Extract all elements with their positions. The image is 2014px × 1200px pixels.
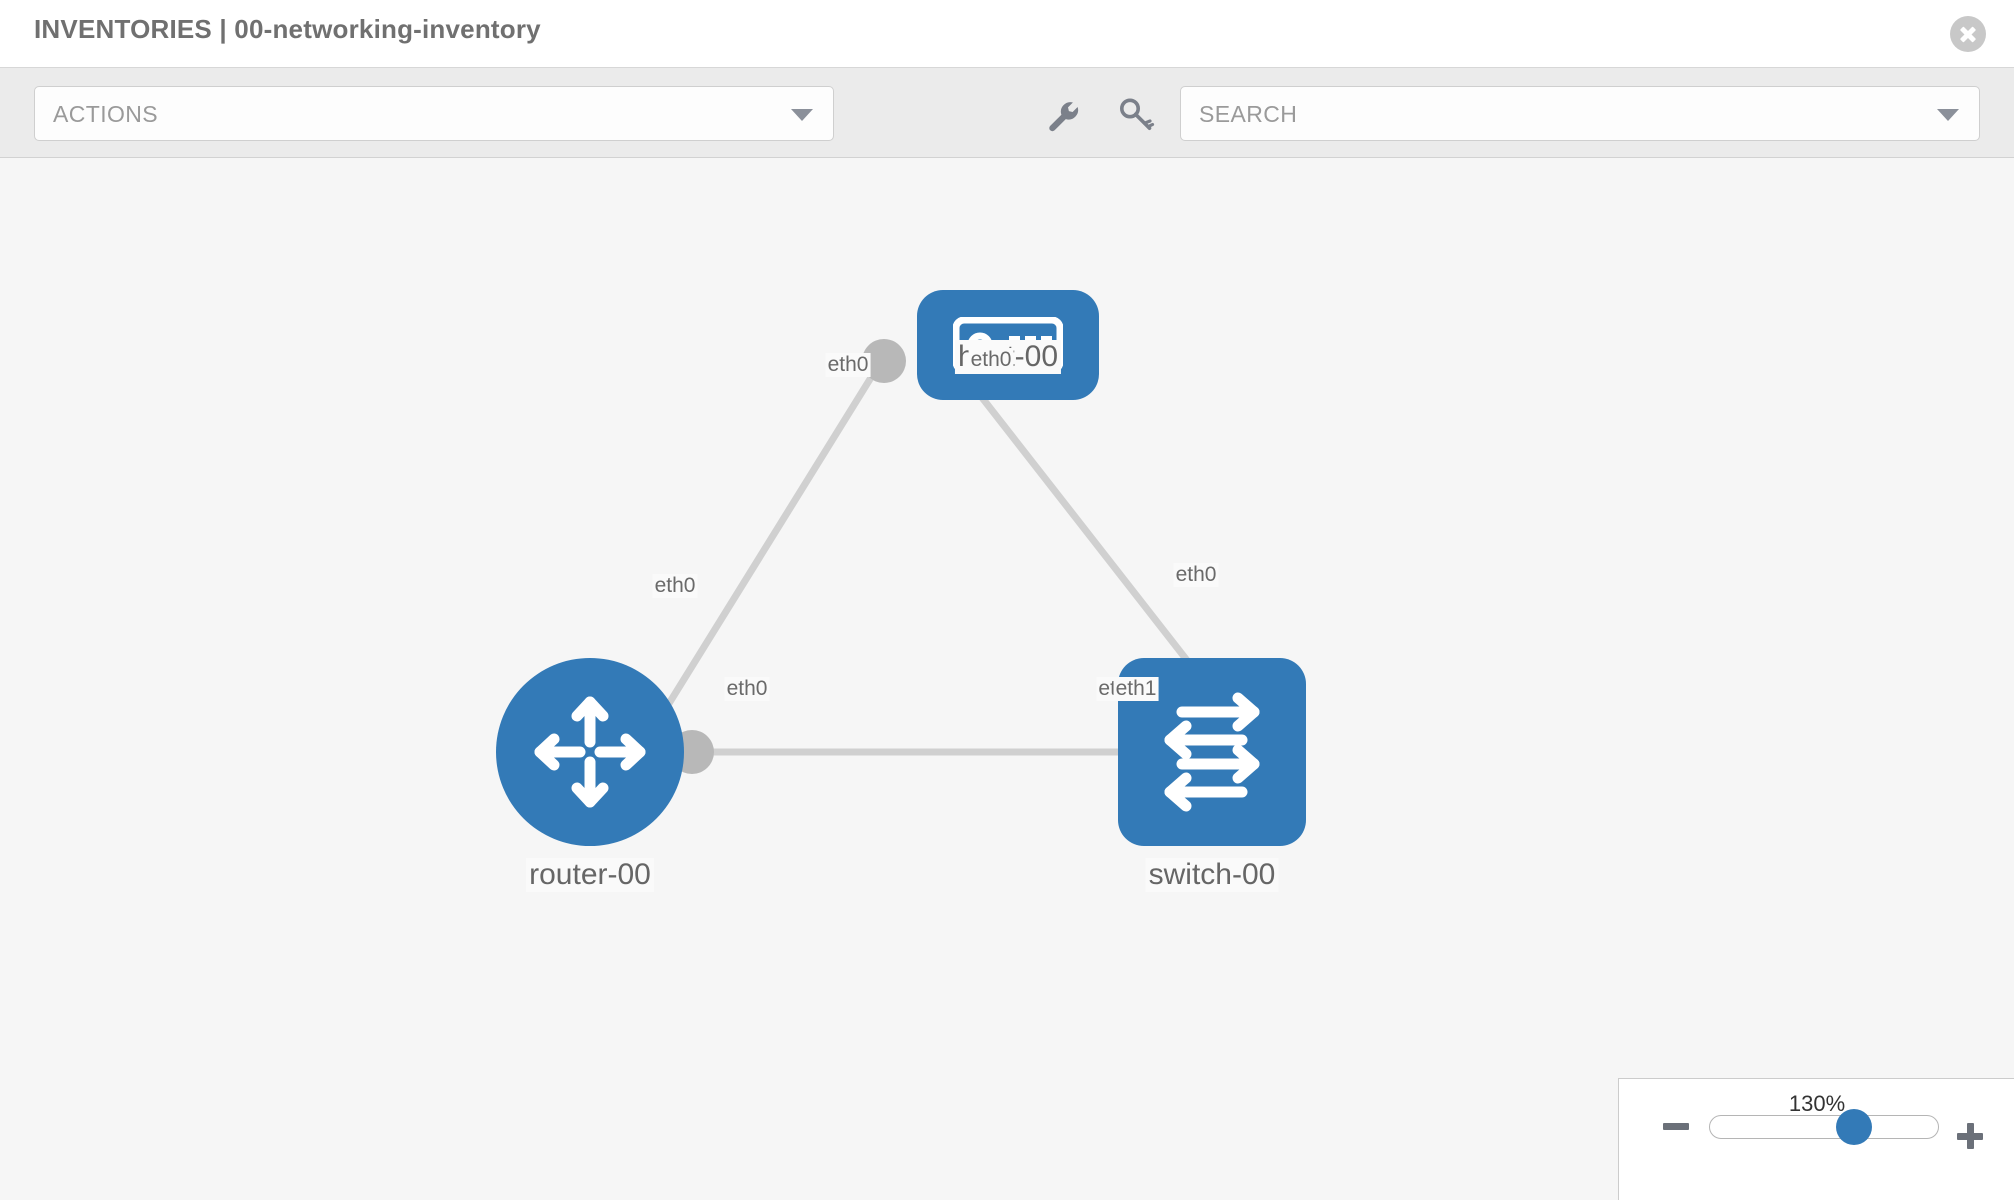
chevron-down-icon[interactable] — [1937, 109, 1959, 121]
edge-label-router-right-eth0: eth0 — [724, 677, 770, 701]
page-header: INVENTORIES | 00-networking-inventory — [0, 0, 2014, 68]
close-icon[interactable] — [1950, 16, 1986, 52]
search-placeholder: SEARCH — [1199, 101, 1298, 127]
topology-canvas[interactable]: host-00 router-00 switch-00 eth0 eth0 et… — [0, 158, 2014, 1200]
key-icon[interactable] — [1117, 96, 1155, 134]
edge-label-host-left-eth0: eth0 — [825, 353, 871, 377]
search-input[interactable]: SEARCH — [1180, 86, 1980, 141]
zoom-in-button[interactable] — [1957, 1123, 1983, 1149]
page-title: INVENTORIES | 00-networking-inventory — [34, 14, 541, 44]
edge-label-host-right-eth0: eth0 — [968, 348, 1014, 372]
switch-icon — [1164, 692, 1260, 812]
zoom-control-panel: 130% — [1618, 1078, 2014, 1200]
node-label-switch: switch-00 — [1145, 858, 1279, 892]
chevron-down-icon — [791, 109, 813, 121]
node-label-router: router-00 — [526, 858, 654, 892]
actions-dropdown-label: ACTIONS — [53, 101, 159, 127]
toolbar: ACTIONS SEARCH — [0, 68, 2014, 158]
zoom-percent-label: 130% — [1788, 1091, 1846, 1116]
edge-label-switch-left-eth1: eth1 — [1113, 677, 1159, 701]
endpoint-host-left[interactable] — [862, 339, 906, 383]
actions-dropdown[interactable]: ACTIONS — [34, 86, 834, 141]
edge-host-router[interactable] — [656, 359, 884, 722]
zoom-out-button[interactable] — [1663, 1123, 1689, 1130]
router-icon — [534, 696, 646, 808]
zoom-slider-track[interactable] — [1709, 1115, 1939, 1139]
wrench-icon[interactable] — [1043, 96, 1081, 134]
node-router-shape — [496, 658, 684, 846]
zoom-slider-thumb[interactable] — [1835, 1109, 1872, 1145]
edge-label-router-up-eth0: eth0 — [652, 574, 698, 598]
edge-label-switch-up-eth0: eth0 — [1173, 563, 1219, 587]
node-router-00[interactable] — [496, 658, 684, 846]
